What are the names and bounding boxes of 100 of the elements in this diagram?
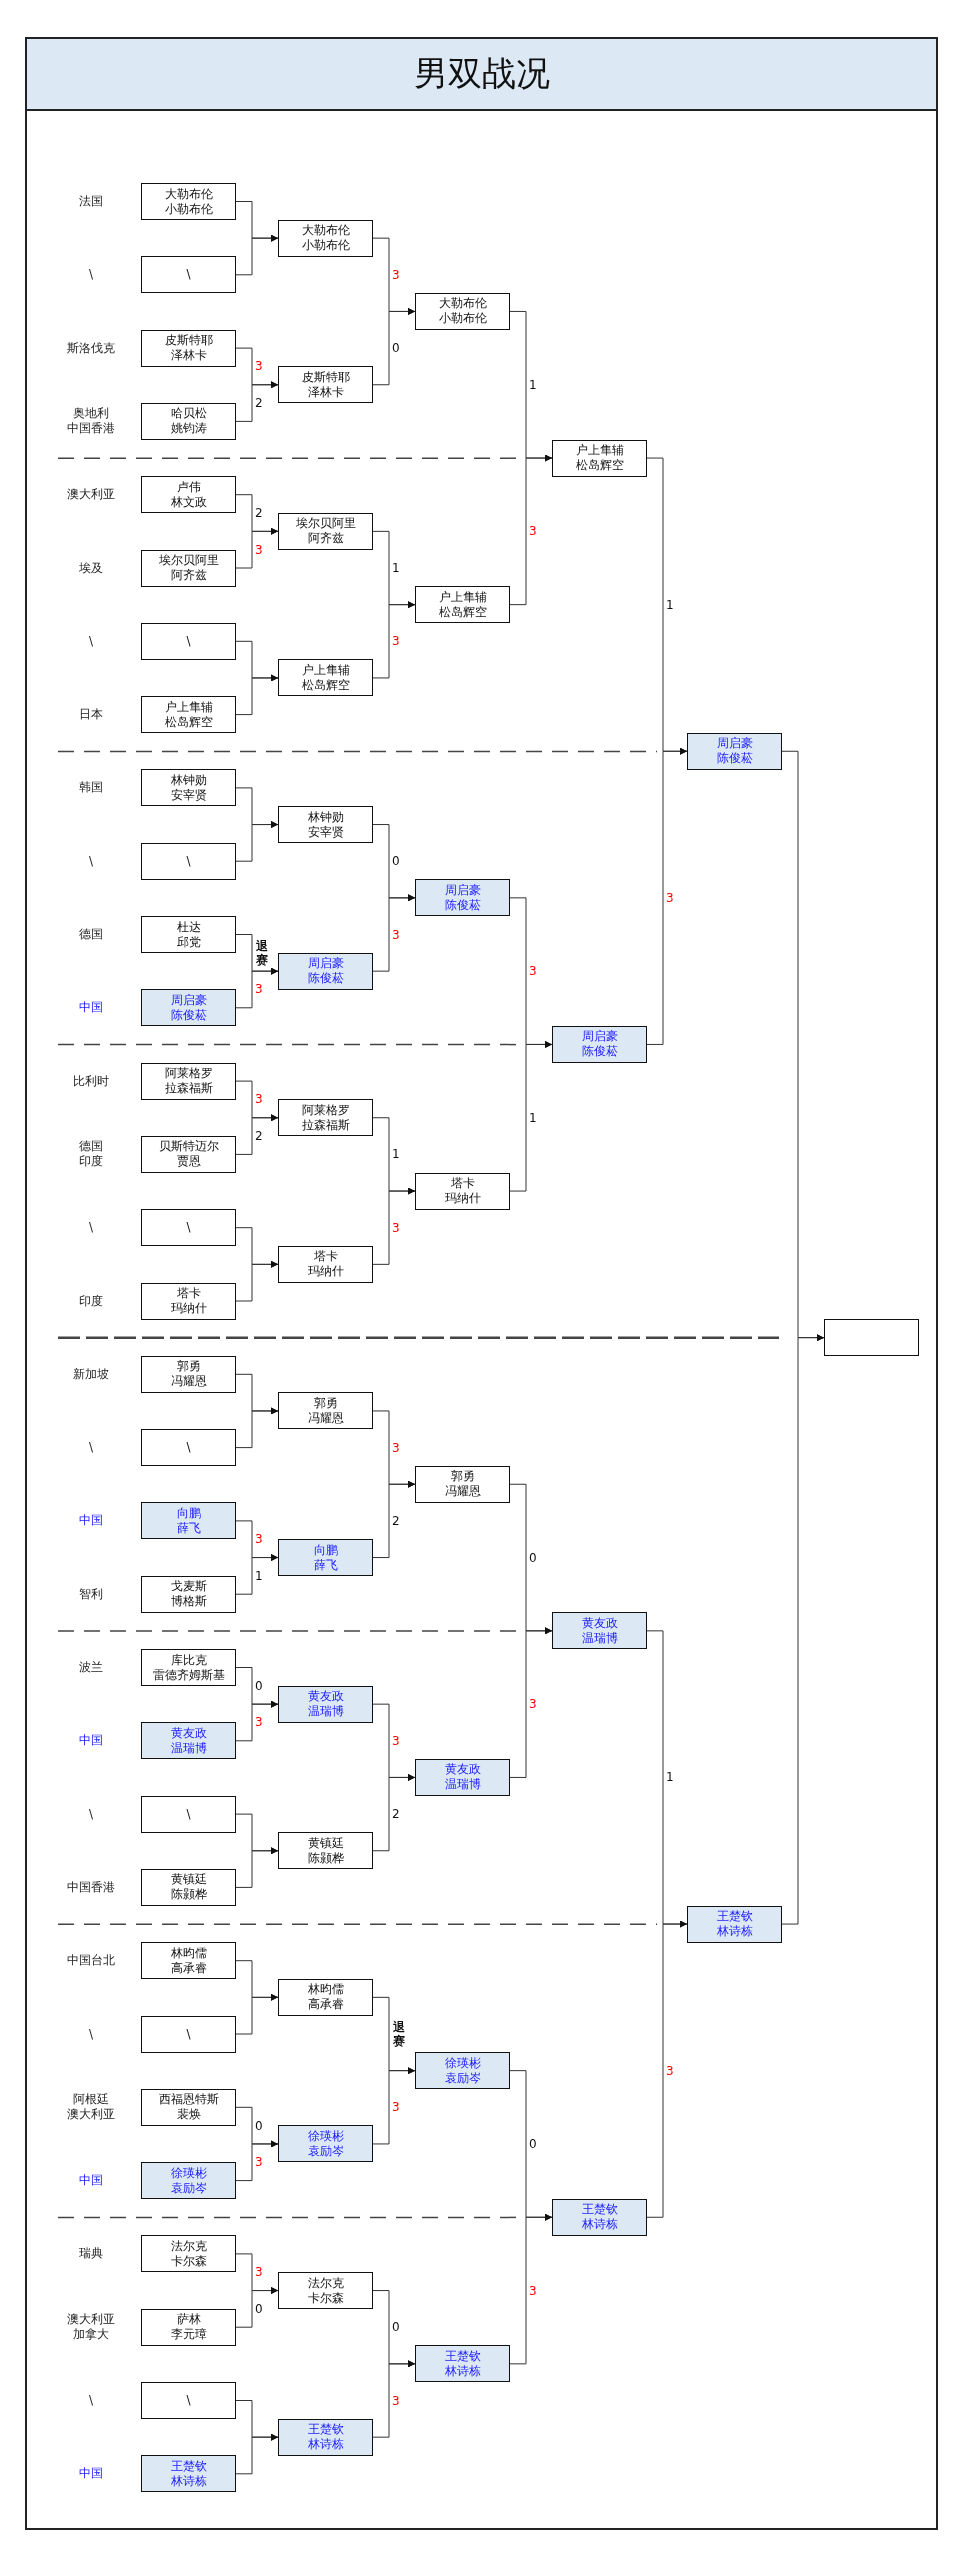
player-name: \ <box>186 2026 191 2042</box>
edge-label: 3 <box>392 1440 400 1455</box>
edge-label: 1 <box>666 597 674 612</box>
country-label: 德国 <box>79 927 103 942</box>
player-name: 林钟勋 <box>307 809 344 825</box>
team-box <box>141 769 236 807</box>
team-box <box>141 1502 236 1540</box>
team-box <box>415 2345 510 2383</box>
player-name: 法尔克 <box>170 2238 207 2254</box>
team-box <box>278 1832 373 1870</box>
team-box <box>141 183 236 220</box>
player-name: 皮斯特耶 <box>301 369 350 385</box>
team-box <box>278 1539 373 1577</box>
country-label: 澳大利亚 <box>67 487 115 503</box>
connector-arrow <box>646 1920 688 2218</box>
connector-arrow <box>235 1700 279 1742</box>
connector-arrow <box>235 2433 279 2475</box>
connector-arrow <box>235 1847 279 1888</box>
country-label: \ <box>88 267 93 283</box>
player-name: 塔卡 <box>176 1286 201 1301</box>
player-name: 阿莱格罗 <box>164 1066 213 1082</box>
connector-arrow <box>372 1773 416 1852</box>
connector-arrow <box>372 894 416 972</box>
player-name: 林昀儒 <box>170 1945 207 1961</box>
team-box <box>141 549 236 587</box>
country-label: 埃及 <box>79 560 103 576</box>
team-box <box>141 402 236 440</box>
team-box <box>687 732 782 770</box>
team-box <box>552 439 647 477</box>
team-box <box>687 1905 782 1943</box>
player-name: 黄友政 <box>307 1689 344 1705</box>
team-box <box>141 1575 236 1613</box>
player-name: 玛纳什 <box>444 1191 481 1207</box>
connector-arrow <box>235 1114 279 1155</box>
edge-label: 3 <box>392 1220 400 1235</box>
player-name: 哈贝松 <box>170 406 207 422</box>
player-name: 松岛辉空 <box>301 677 350 693</box>
team-box <box>278 1392 373 1430</box>
team-box <box>552 2198 647 2236</box>
player-name: 雷德齐姆斯基 <box>152 1667 225 1683</box>
team-box <box>141 2382 236 2419</box>
player-name: 林诗栋 <box>444 2363 481 2379</box>
edge-label: 2 <box>255 506 263 520</box>
player-name: 松岛辉空 <box>575 458 624 474</box>
title: 男双战况 <box>413 52 550 95</box>
player-name: 安宰贤 <box>307 824 344 840</box>
player-name: 大勒布伦 <box>164 186 213 202</box>
player-name: 戈麦斯 <box>170 1579 207 1595</box>
player-name: 袁励岑 <box>170 2180 207 2196</box>
team-box <box>415 1172 510 1210</box>
edge-label: 3 <box>666 890 674 905</box>
team-box <box>278 366 373 404</box>
team-box <box>141 1649 236 1686</box>
player-name: 周启豪 <box>444 882 481 898</box>
team-box <box>141 329 236 367</box>
player-name: \ <box>186 1440 191 1456</box>
connector-arrow <box>372 601 416 679</box>
team-box <box>141 1135 236 1173</box>
team-box <box>278 806 373 844</box>
player-name: 小勒布伦 <box>164 201 213 217</box>
player-name: 安宰贤 <box>170 787 207 803</box>
connector-arrow <box>235 1407 279 1449</box>
team-box <box>141 256 236 294</box>
player-name: 小勒布伦 <box>438 311 487 327</box>
country-label: 瑞典 <box>79 2246 103 2262</box>
team-box <box>278 512 373 550</box>
connector-arrow <box>235 1993 279 2035</box>
player-name: 林诗栋 <box>716 1924 753 1940</box>
player-name: 林诗栋 <box>307 2437 344 2453</box>
player-name: 林文政 <box>170 494 207 510</box>
edge-label: 1 <box>529 377 537 392</box>
team-box <box>141 1868 236 1906</box>
connector-arrow <box>372 307 416 386</box>
country-label: 新加坡 <box>73 1366 109 1382</box>
player-name: 高承睿 <box>307 1997 344 2013</box>
player-name: 王楚钦 <box>170 2458 207 2474</box>
team-box <box>141 1942 236 1980</box>
player-name: 户上隼辅 <box>438 589 487 605</box>
team-box <box>141 1722 236 1760</box>
country-label: 印度 <box>79 1154 103 1170</box>
connector-arrow <box>509 454 553 606</box>
edge-label: 3 <box>666 2063 674 2078</box>
team-box <box>278 2125 373 2163</box>
player-name: 郭勇 <box>450 1469 475 1485</box>
player-name: \ <box>186 1806 191 1822</box>
player-name: 李元璋 <box>170 2327 207 2343</box>
player-name: 陈俊菘 <box>444 897 481 913</box>
edge-label: 0 <box>255 2118 263 2133</box>
player-name: 徐瑛彬 <box>444 2055 481 2071</box>
player-name: 黄镇廷 <box>307 1835 344 1851</box>
player-name: 大勒布伦 <box>438 296 487 312</box>
country-label: 中国香港 <box>67 421 115 437</box>
player-name: 冯耀恩 <box>307 1410 344 1426</box>
player-name: 黄友政 <box>444 1762 481 1778</box>
player-name: 塔卡 <box>450 1176 475 1192</box>
connector-arrow <box>235 381 279 422</box>
player-name: \ <box>186 2393 191 2408</box>
country-label: 澳大利亚 <box>67 2312 115 2328</box>
team-box <box>278 1245 373 1283</box>
player-name: 皮斯特耶 <box>164 333 213 349</box>
